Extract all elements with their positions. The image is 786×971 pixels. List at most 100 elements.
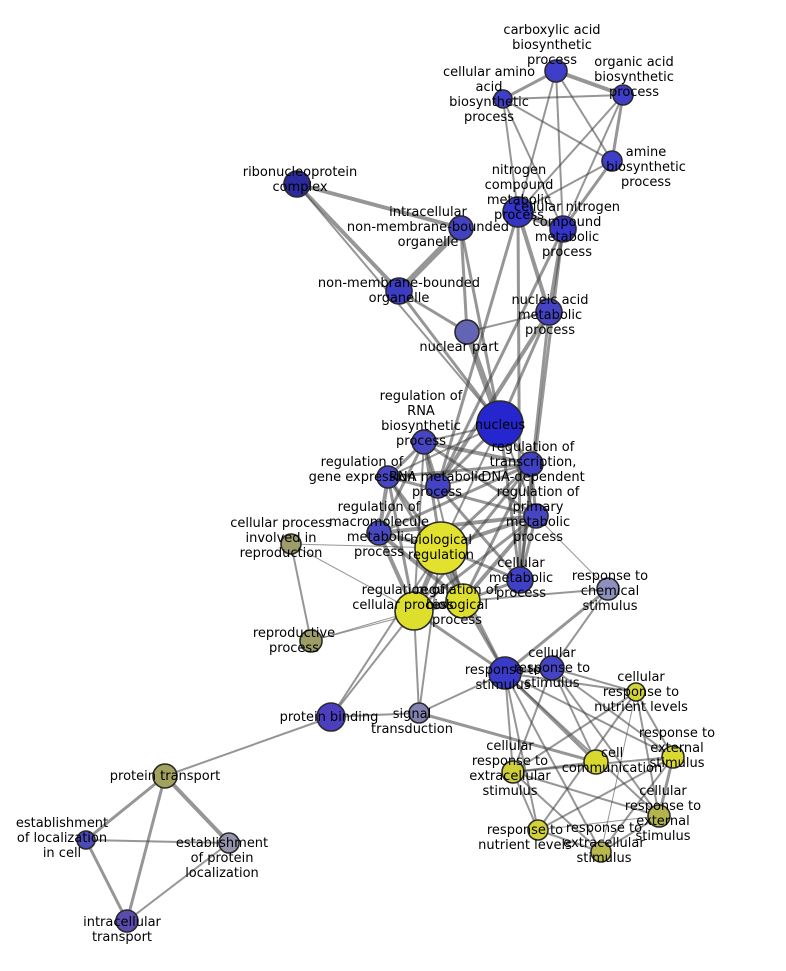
node-rch[interactable] [596,577,620,601]
edge-rch-crs[interactable] [551,588,609,669]
edge-cpr-rp[interactable] [290,543,312,642]
edge-elc-it[interactable] [84,838,129,923]
node-inmbo[interactable] [448,215,474,241]
edge-rnl-rec[interactable] [537,829,602,853]
edge-rbp-rp[interactable] [310,600,464,642]
node-crn[interactable] [626,682,646,702]
node-nam[interactable] [535,298,563,326]
edge-nc-nam[interactable] [516,210,551,314]
node-cpr[interactable] [280,533,302,555]
edge-crn-rec[interactable] [600,691,637,853]
edge-crn-crex[interactable] [635,691,660,817]
node-rge[interactable] [376,465,400,489]
edge-rnp-nmbo[interactable] [295,182,401,293]
edge-cc-crec[interactable] [512,761,597,773]
edge-crs-crex[interactable] [551,667,660,817]
node-nmbo[interactable] [385,277,413,305]
edge-rcp-pb[interactable] [330,610,415,718]
node-rm[interactable] [425,473,451,499]
node-crs[interactable] [539,655,565,681]
edge-rt-rmm[interactable] [377,462,533,535]
edge-rrb-rpm[interactable] [422,440,538,518]
edge-pt-it[interactable] [125,774,167,923]
node-nu[interactable] [476,400,524,448]
edge-oa-cnc[interactable] [562,94,624,230]
edge-caa-am[interactable] [502,98,613,162]
node-rmm[interactable] [366,520,392,546]
node-pb[interactable] [316,702,346,732]
node-rbp[interactable] [445,583,481,619]
edge-br-pb[interactable] [330,547,442,718]
edge-inmbo-nu[interactable] [459,226,502,426]
edge-crn-crec[interactable] [512,691,637,773]
edge-ca-nc[interactable] [517,70,557,213]
node-pt[interactable] [152,763,178,789]
node-rt[interactable] [518,451,544,477]
edge-am-cnc[interactable] [561,159,614,231]
node-rpm[interactable] [523,503,549,529]
edge-epl-it[interactable] [126,842,230,922]
edge-rt-rm[interactable] [437,463,532,487]
node-rp[interactable] [299,629,323,653]
node-it[interactable] [115,909,139,933]
node-cm[interactable] [506,566,534,594]
edge-rex-rnl[interactable] [537,756,674,831]
node-caa[interactable] [493,89,513,109]
edge-rch-rpm[interactable] [535,515,609,590]
edge-rpm-rmm[interactable] [377,514,538,535]
edge-oa-caa[interactable] [502,94,624,100]
node-np[interactable] [454,319,480,345]
edge-pt-epl[interactable] [163,774,231,845]
edge-crec-rec[interactable] [512,771,602,853]
edge-rpm-rbp[interactable] [461,514,538,603]
edge-ca-oa[interactable] [554,69,625,97]
edge-crs-crn[interactable] [551,667,637,693]
node-rrb[interactable] [411,429,437,455]
edge-rt-rge[interactable] [386,462,533,479]
edge-am-nc[interactable] [517,160,613,213]
node-nc[interactable] [502,196,534,228]
edge-br-st[interactable] [418,547,442,714]
node-rs[interactable] [488,656,522,690]
edge-rs-crex[interactable] [504,672,660,817]
edge-nmbo-nu[interactable] [397,289,502,426]
edge-rnp-inmbo[interactable] [295,182,463,230]
edge-nu-cm[interactable] [498,422,522,582]
edge-nc-rm[interactable] [436,210,520,488]
edge-pb-pt[interactable] [164,716,332,777]
node-rnp[interactable] [283,170,311,198]
edge-nam-cm[interactable] [518,310,551,582]
edge-inmbo-np[interactable] [459,226,469,334]
node-br[interactable] [414,521,468,575]
edge-rrb-rt[interactable] [422,440,533,466]
node-ca[interactable] [544,59,568,83]
edge-rmm-rbp[interactable] [377,531,465,603]
edge-nc-cm[interactable] [516,210,522,582]
edge-rt-rbp[interactable] [461,462,533,603]
edge-elc-epl[interactable] [85,839,230,844]
node-st[interactable] [408,702,430,724]
edge-inmbo-nmbo[interactable] [396,225,464,294]
edge-rm-cm[interactable] [436,484,522,582]
node-crex[interactable] [647,804,671,828]
node-rnl[interactable] [527,819,549,841]
edge-crs-cc[interactable] [551,667,597,763]
edge-rge-rcp[interactable] [386,475,416,613]
edge-pt-elc[interactable] [84,774,167,842]
edge-oa-nc[interactable] [517,94,624,213]
edge-rbp-rch[interactable] [462,588,609,602]
node-rex[interactable] [661,745,685,769]
edge-rch-rs[interactable] [503,587,610,675]
edge-caa-cnc[interactable] [502,98,564,230]
node-oa[interactable] [612,84,634,106]
node-cc[interactable] [583,749,609,775]
edge-crn-rex[interactable] [635,691,674,758]
edge-rex-rec[interactable] [600,756,674,853]
edge-cc-st[interactable] [417,711,598,764]
node-rec[interactable] [590,841,612,863]
edge-crs-rex[interactable] [551,667,674,758]
edge-rge-rpm[interactable] [386,475,538,518]
edge-crs-crec[interactable] [512,667,553,773]
node-elc[interactable] [76,830,96,850]
